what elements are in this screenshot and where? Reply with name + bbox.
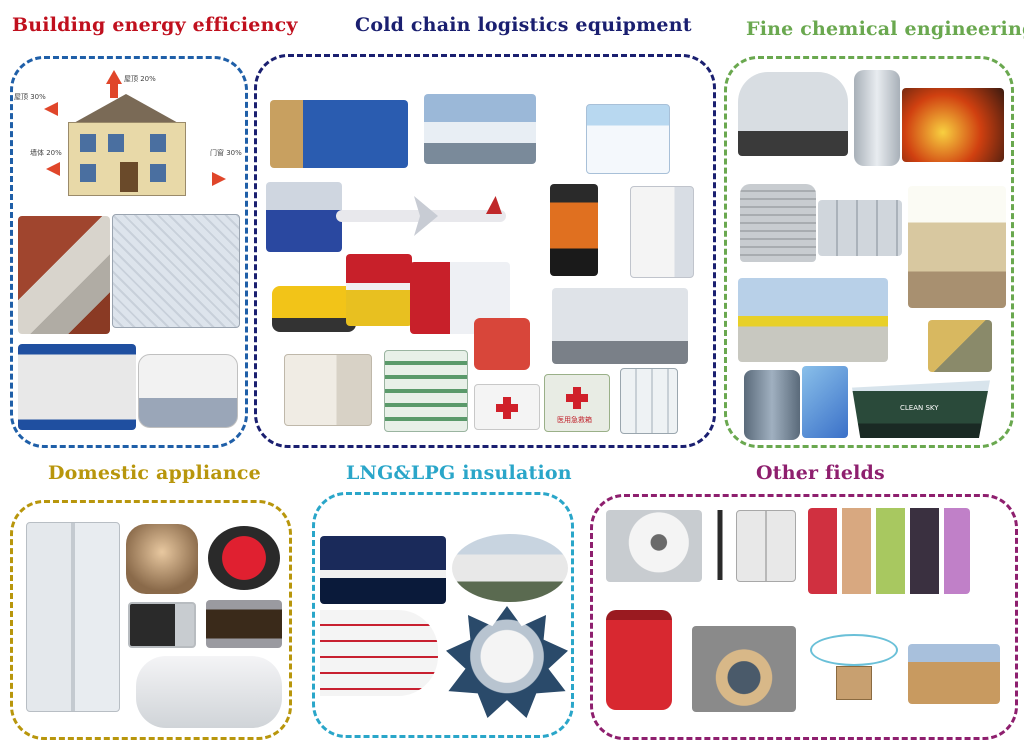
rv-image: [138, 354, 238, 428]
water-tank-image: [818, 200, 902, 256]
panel-other: [590, 494, 1018, 740]
refrigerator-image: [26, 522, 120, 712]
house-label-door: 门窗 30%: [210, 149, 242, 157]
mri-machine-image: [606, 510, 702, 582]
house-label-walls: 屋顶 30%: [14, 93, 46, 101]
heat-arrow-up-icon: [106, 70, 122, 84]
cargo-ship-image: CLEAN SKY: [852, 380, 990, 438]
heat-arrow-left-icon: [44, 102, 58, 116]
cabinet-image: [736, 510, 796, 582]
chemical-plant-image: [908, 186, 1006, 308]
bullet-train-image: [424, 94, 536, 164]
wall-insulation-image: [18, 216, 110, 334]
rifle-image: [708, 510, 732, 580]
airplane-image: [336, 186, 510, 240]
gas-cylinder-image: [854, 70, 900, 166]
pharmacy-fridge-image: [620, 368, 678, 434]
house-label-roof: 屋顶 20%: [124, 75, 156, 83]
house-label-wall-left: 墙体 20%: [30, 149, 62, 157]
title-domestic-appliance: Domestic appliance: [48, 462, 261, 484]
title-building-energy-efficiency: Building energy efficiency: [12, 14, 298, 36]
panel-domestic: [10, 500, 292, 740]
electric-griddle-image: [208, 526, 280, 590]
first-aid-kit-green-image: 医用急救箱: [544, 374, 610, 432]
ambulance-van-image: [552, 288, 688, 364]
water-heater-image: [136, 656, 282, 728]
display-fridge-image: [384, 350, 468, 432]
house-illustration: [62, 94, 190, 200]
panel-fine-chemical: [724, 56, 1014, 448]
first-aid-kit-white-image: [474, 384, 540, 430]
heat-arrow-stem: [110, 84, 118, 98]
pipeline-image: [738, 278, 888, 362]
shipping-container-image: [270, 100, 408, 168]
refrigerated-van-image: [272, 286, 356, 332]
storage-vessel-image: [744, 370, 800, 440]
drone-delivery-image: [806, 630, 898, 708]
boiler-image: [738, 72, 848, 156]
drone-box-image: [908, 644, 1000, 704]
lng-ship-image: [320, 536, 446, 604]
insulated-bag-image: [606, 610, 672, 710]
title-fine-chemical-engineering: Fine chemical engineering: [746, 18, 1024, 40]
title-lng-lpg-insulation: LNG&LPG insulation: [346, 462, 572, 484]
cooling-tower-image: [740, 184, 816, 262]
blue-crystal-image: [802, 366, 848, 438]
microwave-image: [128, 602, 196, 648]
insulation-gaskets-image: [692, 626, 796, 712]
insulated-box-image: [266, 182, 342, 252]
panel-building: [10, 56, 248, 448]
title-other-fields: Other fields: [756, 462, 885, 484]
chest-freezer-image: [586, 104, 670, 174]
insulation-panel-image: [928, 320, 992, 372]
cold-room-image: [284, 354, 372, 426]
first-aid-label: 医用急救箱: [557, 416, 592, 424]
medicine-cooler-image: [474, 318, 530, 370]
vending-machine-white-image: [630, 186, 694, 278]
floor-heating-diagram: [112, 214, 240, 328]
furnace-image: [902, 88, 1004, 162]
ship-label: CLEAN SKY: [900, 404, 939, 412]
oven-image: [206, 600, 282, 648]
lng-container-image: [320, 610, 438, 696]
heat-arrow-right-icon: [212, 172, 226, 186]
thermos-bottles-image: [808, 508, 970, 594]
vending-machine-dark-image: [550, 184, 598, 276]
lng-tanker-truck-image: [452, 534, 568, 602]
rice-cooker-image: [126, 524, 198, 594]
heat-arrow-left2-icon: [46, 162, 60, 176]
container-house-image: [18, 344, 136, 430]
container-loader-image: [346, 254, 412, 326]
panel-cold-chain: [254, 54, 716, 448]
title-cold-chain-logistics: Cold chain logistics equipment: [355, 14, 692, 36]
panel-lng: [312, 492, 574, 738]
